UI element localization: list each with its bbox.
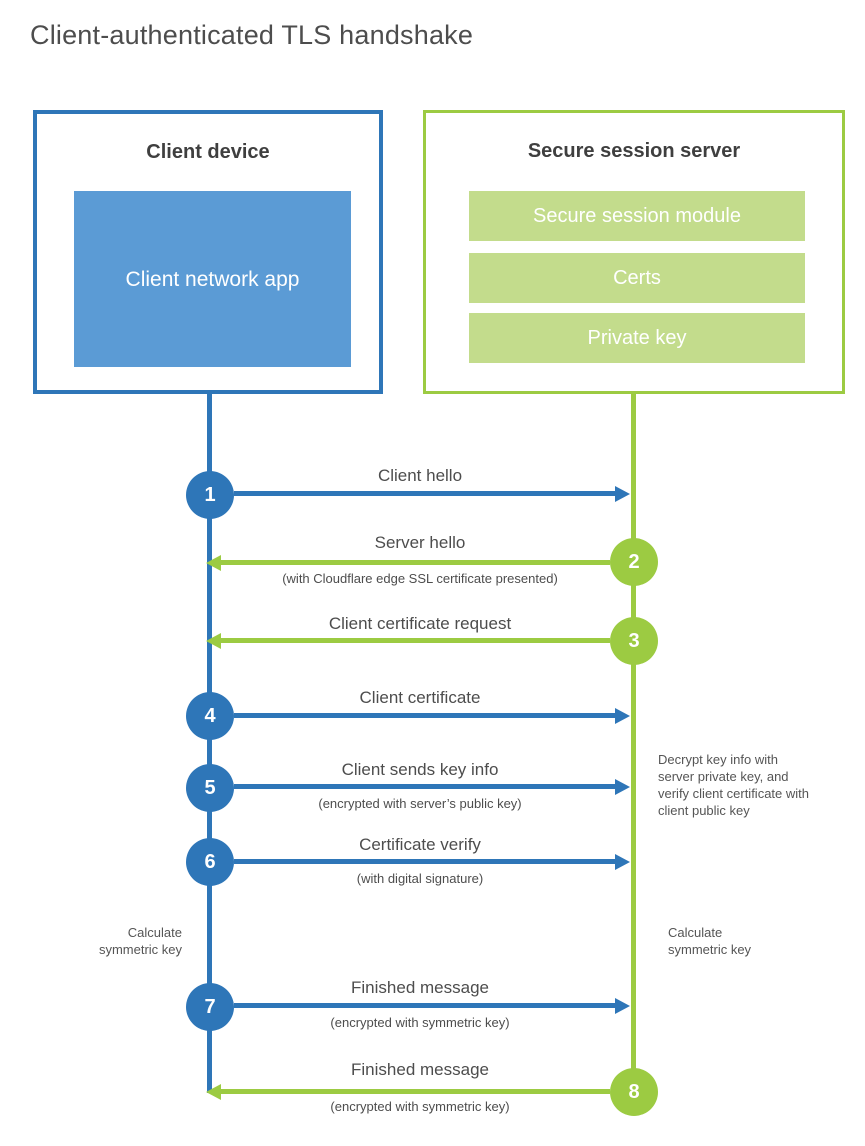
step-circle-6: 6 [186, 838, 234, 886]
step-label-1: Client hello [377, 466, 463, 485]
certs-bar: Certs [469, 253, 805, 303]
private-key-label: Private key [587, 326, 687, 349]
step-label-2: Server hello [374, 533, 466, 552]
note-decrypt-key-info: Decrypt key info with server private key… [658, 752, 809, 818]
secure-session-module-label: Secure session module [533, 204, 741, 227]
step-circle-4: 4 [186, 692, 234, 740]
client-network-app-label: Client network app [125, 267, 300, 291]
step-circle-8: 8 [610, 1068, 658, 1116]
step-arrow-8 [206, 1083, 610, 1100]
step-label-4: Client certificate [359, 688, 481, 707]
step-sublabel-2: (with Cloudflare edge SSL certificate pr… [282, 571, 558, 586]
step-circle-2: 2 [610, 538, 658, 586]
page-title: Client-authenticated TLS handshake [30, 20, 474, 50]
client-device-box: Client device Client network app [33, 110, 383, 394]
step-arrow-6 [234, 853, 630, 870]
secure-session-server-title: Secure session server [527, 140, 741, 162]
client-device-title: Client device [146, 141, 270, 163]
step-label-5: Client sends key info [341, 760, 499, 779]
step-arrow-3 [206, 632, 610, 649]
step-label-7: Finished message [351, 978, 489, 997]
private-key-bar: Private key [469, 313, 805, 363]
step-circle-1: 1 [186, 471, 234, 519]
secure-session-module-bar: Secure session module [469, 191, 805, 241]
secure-session-server-box: Secure session server Secure session mod… [423, 110, 845, 394]
step-arrow-4 [234, 707, 630, 724]
step-circle-5: 5 [186, 764, 234, 812]
step-arrow-1 [234, 485, 630, 502]
step-sublabel-8: (encrypted with symmetric key) [330, 1099, 510, 1114]
certs-label: Certs [613, 266, 661, 289]
step-label-3: Client certificate request [328, 614, 512, 633]
step-arrow-7 [234, 997, 630, 1014]
step-circle-3: 3 [610, 617, 658, 665]
step-circle-7: 7 [186, 983, 234, 1031]
step-arrow-5 [234, 778, 630, 795]
client-lifeline [207, 394, 212, 1093]
step-arrow-2 [206, 554, 610, 571]
step-label-6: Certificate verify [359, 835, 481, 854]
step-label-8: Finished message [351, 1060, 489, 1079]
note-calculate-symmetric-key-server: Calculate symmetric key [668, 925, 752, 957]
server-lifeline [631, 394, 636, 1092]
step-sublabel-6: (with digital signature) [356, 871, 484, 886]
client-network-app-box: Client network app [74, 191, 351, 367]
note-calculate-symmetric-key-client: Calculate symmetric key [98, 925, 182, 957]
step-sublabel-7: (encrypted with symmetric key) [330, 1015, 510, 1030]
step-sublabel-5: (encrypted with server’s public key) [318, 796, 522, 811]
